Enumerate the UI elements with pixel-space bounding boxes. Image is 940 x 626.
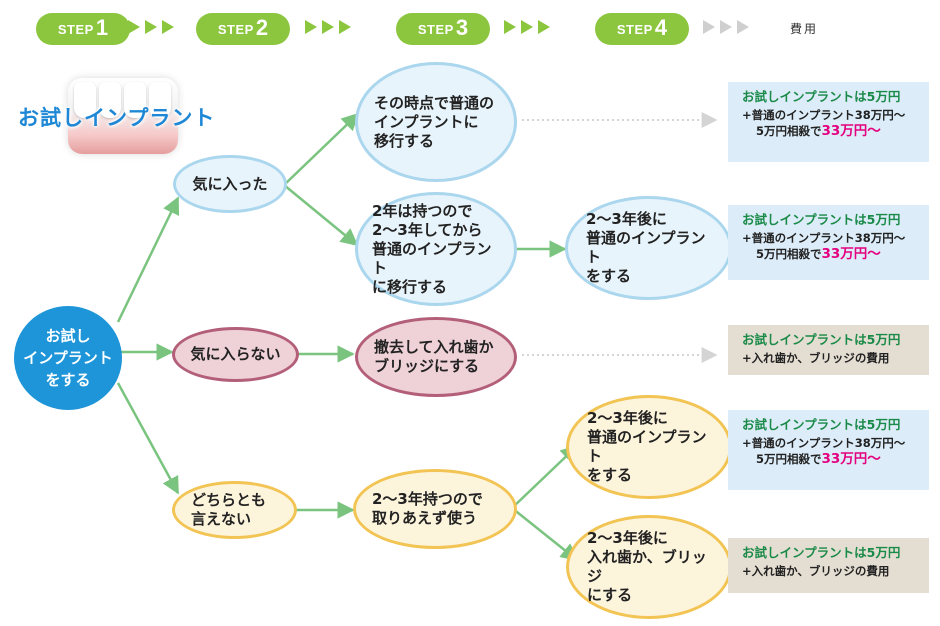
node-later-implant-a: 2〜3年後に 普通のインプラント をする xyxy=(565,196,732,300)
step-label: STEP xyxy=(417,21,454,37)
cost-price: 33万円〜 xyxy=(821,123,881,139)
cost-offset: 5万円相殺で xyxy=(756,452,822,466)
node-disliked: 気に入らない xyxy=(172,327,299,382)
step-number: 1 xyxy=(95,15,109,40)
cost-detail: +普通のインプラント38万円〜 xyxy=(742,231,906,245)
cost-title: お試しインプラントは5万円 xyxy=(742,417,901,432)
cost-box-remove-denture: お試しインプラントは5万円 +入れ歯か、ブリッジの費用 xyxy=(728,325,929,375)
step-label: STEP xyxy=(217,21,254,37)
cost-box-later-implant: お試しインプラントは5万円 +普通のインプラント38万円〜 5万円相殺で33万円… xyxy=(728,410,929,490)
step-number: 4 xyxy=(654,15,668,40)
node-later-denture: 2〜3年後に 入れ歯か、ブリッジ にする xyxy=(566,515,732,619)
cost-offset: 5万円相殺で xyxy=(756,124,822,138)
node-later-implant-b: 2〜3年後に 普通のインプラント をする xyxy=(566,395,732,499)
cost-offset-line: 5万円相殺で33万円〜 xyxy=(742,246,925,262)
cost-title: お試しインプラントは5万円 xyxy=(742,545,901,560)
node-migrate-now: その時点で普通の インプラントに 移行する xyxy=(355,62,517,182)
step-label: STEP xyxy=(57,21,94,37)
cost-detail: +入れ歯か、ブリッジの費用 xyxy=(742,351,890,365)
step-arrows-3 xyxy=(504,20,550,34)
arrow-liked-to-migrate-now xyxy=(283,112,360,186)
cost-box-later-denture: お試しインプラントは5万円 +入れ歯か、ブリッジの費用 xyxy=(728,538,929,593)
step-number: 2 xyxy=(255,15,269,40)
node-remove-denture: 撤去して入れ歯か ブリッジにする xyxy=(355,317,517,397)
trial-implant-title: お試しインプラント xyxy=(18,107,216,130)
arrow-keep-use-to-later-denture xyxy=(511,507,579,562)
cost-price: 33万円〜 xyxy=(821,451,881,467)
arrow-start-to-liked xyxy=(116,196,180,323)
cost-offset-line: 5万円相殺で33万円〜 xyxy=(742,451,925,467)
cost-detail: +普通のインプラント38万円〜 xyxy=(742,436,906,450)
cost-box-keep-then-migrate: お試しインプラントは5万円 +普通のインプラント38万円〜 5万円相殺で33万円… xyxy=(728,205,929,280)
cost-price: 33万円〜 xyxy=(821,246,881,262)
teeth-image xyxy=(68,78,178,154)
step-3-pill: STEP 3 xyxy=(396,13,490,45)
step-2-pill: STEP 2 xyxy=(196,13,290,45)
cost-box-migrate-now: お試しインプラントは5万円 +普通のインプラント38万円〜 5万円相殺で33万円… xyxy=(728,82,929,162)
cost-column-header: 費用 xyxy=(790,22,819,36)
node-start-trial: お試し インプラント をする xyxy=(14,306,122,410)
arrow-keep-use-to-later-implant xyxy=(511,444,579,509)
cost-title: お試しインプラントは5万円 xyxy=(742,332,901,347)
step-arrows-2 xyxy=(305,20,351,34)
cost-detail: +普通のインプラント38万円〜 xyxy=(742,108,906,122)
step-arrows-1 xyxy=(128,20,174,34)
node-liked: 気に入った xyxy=(173,155,287,213)
cost-title: お試しインプラントは5万円 xyxy=(742,212,901,227)
step-number: 3 xyxy=(455,15,469,40)
node-keep-then-migrate: 2年は持つので 2〜3年してから 普通のインプラント に移行する xyxy=(355,192,517,306)
cost-offset: 5万円相殺で xyxy=(756,247,822,261)
trial-implant-logo: お試しインプラント xyxy=(18,78,228,160)
step-4-pill: STEP 4 xyxy=(595,13,689,45)
arrow-start-to-undecided xyxy=(116,382,180,495)
cost-offset-line: 5万円相殺で33万円〜 xyxy=(742,123,925,139)
arrow-liked-to-keep-then-migrate xyxy=(283,184,359,247)
step-1-pill: STEP 1 xyxy=(36,13,130,45)
step-arrows-4 xyxy=(703,20,749,34)
node-keep-use: 2〜3年持つので 取りあえず使う xyxy=(353,469,517,549)
node-undecided: どちらとも 言えない xyxy=(172,481,297,539)
cost-title: お試しインプラントは5万円 xyxy=(742,89,901,104)
step-label: STEP xyxy=(616,21,653,37)
cost-detail: +入れ歯か、ブリッジの費用 xyxy=(742,564,890,578)
